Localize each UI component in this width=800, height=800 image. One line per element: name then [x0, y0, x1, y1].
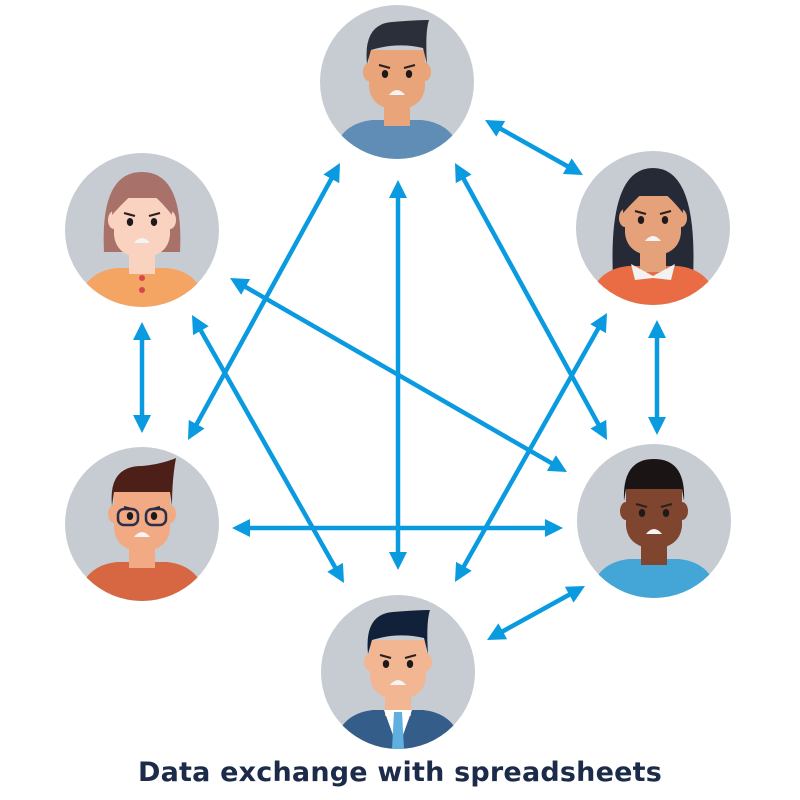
arrowhead	[133, 322, 151, 340]
mouth	[645, 236, 661, 241]
eyebrow	[660, 502, 673, 509]
arrow-line	[459, 174, 603, 429]
shirt	[589, 559, 719, 598]
avatar-top	[320, 5, 474, 159]
shirt	[588, 266, 718, 305]
arrow-line	[241, 283, 556, 467]
diagram-caption: Data exchange with spreadsheets	[138, 757, 662, 788]
arrowhead	[323, 163, 340, 184]
avatar-bottom	[321, 595, 475, 749]
arrowhead	[564, 586, 585, 603]
face	[114, 198, 170, 258]
arrowhead	[188, 419, 205, 440]
arrow-upper-right-lower-right	[648, 320, 666, 435]
arrow-line	[192, 174, 336, 429]
avatar-upper-right	[576, 151, 730, 305]
face	[370, 640, 426, 700]
avatar-lower-left	[65, 447, 219, 601]
avatar-upper-left	[65, 153, 219, 307]
eye	[662, 509, 670, 517]
hair	[366, 20, 429, 64]
eyebrow	[659, 209, 672, 216]
hair	[111, 458, 176, 506]
face	[114, 492, 170, 552]
mouth	[389, 90, 405, 95]
eyebrow	[403, 63, 416, 70]
arrow-lower-left-lower-right	[232, 519, 563, 537]
collar	[631, 264, 675, 280]
shirt	[77, 562, 207, 601]
arrowhead	[232, 519, 250, 537]
eyebrow	[404, 653, 417, 660]
eye	[150, 218, 158, 226]
arrowhead	[648, 320, 666, 338]
arrowhead	[487, 623, 508, 640]
arrow-upper-left-lower-left	[133, 322, 151, 433]
eye	[150, 512, 158, 520]
arrows-layer	[133, 120, 666, 640]
arrowhead	[455, 561, 472, 582]
arrowhead	[455, 163, 472, 184]
hair	[367, 610, 430, 654]
eye	[638, 509, 646, 517]
arrowhead	[485, 120, 506, 137]
eye	[382, 660, 390, 668]
glasses	[144, 507, 168, 527]
hair	[623, 173, 683, 213]
arrow-line	[196, 326, 340, 572]
eyebrow	[634, 209, 647, 216]
arrowhead	[590, 419, 607, 440]
face	[626, 489, 682, 549]
arrow-line	[496, 124, 572, 171]
face	[369, 50, 425, 110]
eye	[405, 70, 413, 78]
arrow-top-lower-right	[455, 163, 607, 440]
eyebrow	[123, 211, 136, 218]
eye	[406, 660, 414, 668]
tie	[392, 712, 404, 749]
mouth	[390, 680, 406, 685]
mouth	[646, 529, 662, 534]
arrowhead	[546, 455, 567, 472]
arrowhead	[562, 158, 583, 175]
arrow-upper-left-lower-right	[230, 278, 567, 472]
arrowhead	[230, 278, 251, 295]
eye	[381, 70, 389, 78]
arrowhead	[389, 180, 407, 198]
arrowhead	[133, 415, 151, 433]
arrowhead	[192, 315, 209, 336]
arrow-line	[498, 590, 574, 636]
hair	[112, 175, 172, 215]
mouth	[134, 238, 150, 243]
arrowhead	[648, 417, 666, 435]
eye	[126, 512, 134, 520]
arrowhead	[590, 313, 607, 334]
arrowhead	[545, 519, 563, 537]
arrowhead	[389, 552, 407, 570]
eyebrow	[378, 63, 391, 70]
eye	[126, 218, 134, 226]
arrow-top-lower-left	[188, 163, 340, 440]
eyebrow	[148, 211, 161, 218]
mouth	[134, 532, 150, 537]
shirt	[332, 120, 462, 159]
button	[139, 275, 145, 281]
button	[139, 287, 145, 293]
arrow-top-upper-right	[485, 120, 583, 175]
eye	[661, 216, 669, 224]
eye	[637, 216, 645, 224]
arrowhead	[327, 562, 344, 583]
glasses	[116, 507, 140, 527]
face	[625, 196, 681, 256]
arrow-lower-right-bottom	[487, 586, 585, 640]
hair	[623, 459, 685, 501]
avatar-lower-right	[577, 444, 731, 598]
eyebrow	[635, 502, 648, 509]
eyebrow	[379, 653, 392, 660]
